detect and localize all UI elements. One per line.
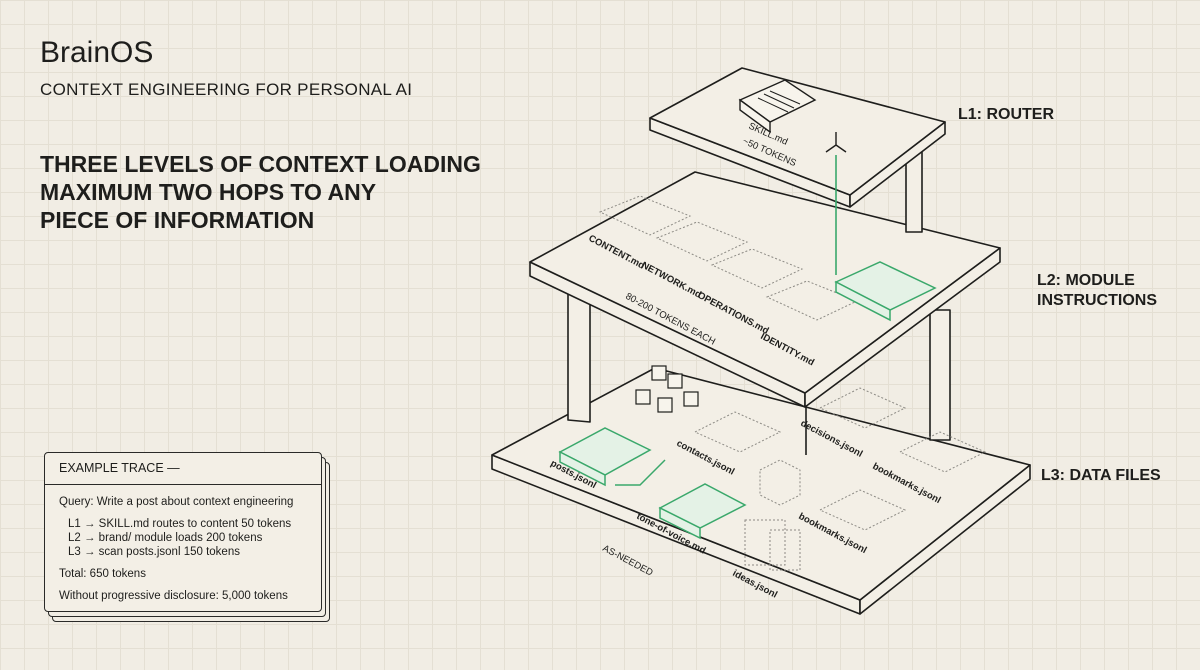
level-label-l2: L2: MODULE [1037,272,1135,289]
headline-line: MAXIMUM TWO HOPS TO ANY [40,179,377,205]
headline-line: PIECE OF INFORMATION [40,207,315,233]
trace-step: L3 → scan posts.jsonl 150 tokens [68,546,240,558]
trace-step: L2 → brand/ module loads 200 tokens [68,532,263,544]
skill-file-icon [738,79,817,134]
highlighted-module-file-icon [834,261,937,322]
l3-tokens-label: AS-NEEDED [601,543,655,579]
subtitle: CONTEXT ENGINEERING FOR PERSONAL AI [40,80,413,99]
level-label-l3: L3: DATA FILES [1041,467,1161,484]
headline: THREE LEVELS OF CONTEXT LOADING MAXIMUM … [40,150,481,234]
trace-step: L1 → SKILL.md routes to content 50 token… [68,518,292,530]
l1-plate [649,67,946,208]
l2-plate [529,171,1001,408]
trace-comparison: Without progressive disclosure: 5,000 to… [59,590,288,602]
headline-line: THREE LEVELS OF CONTEXT LOADING [40,151,481,177]
highlighted-data-files [558,427,747,540]
brand-title: BrainOS [40,36,154,69]
level-label-l1: L1: ROUTER [958,106,1054,123]
router-fork-icon [825,132,847,153]
level-label-l2-cont: INSTRUCTIONS [1037,292,1157,309]
l2-legs [567,289,951,455]
example-trace-card: EXAMPLE TRACE — Query: Write a post abou… [44,452,330,622]
trace-total: Total: 650 tokens [59,568,146,580]
trace-query: Query: Write a post about context engine… [59,496,294,508]
cube-cluster-icon [635,365,699,413]
data-file-icons [693,387,987,571]
trace-panel: EXAMPLE TRACE — Query: Write a post abou… [44,452,322,612]
trace-title: EXAMPLE TRACE — [45,453,321,485]
l3-plate [491,367,1031,615]
